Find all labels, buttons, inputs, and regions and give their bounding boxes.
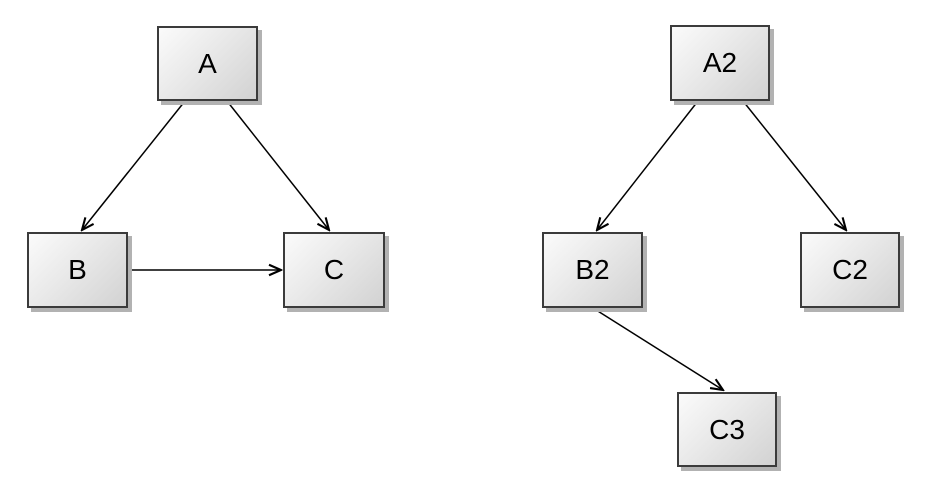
edge-A2-to-C2[interactable] bbox=[742, 100, 846, 230]
edge-A-to-B[interactable] bbox=[82, 100, 186, 230]
edge-A-to-C[interactable] bbox=[226, 100, 329, 230]
node-C3-label: C3 bbox=[709, 413, 745, 445]
node-B-label: B bbox=[68, 254, 87, 285]
node-B2[interactable]: B2 bbox=[542, 232, 643, 308]
node-C-label: C bbox=[323, 254, 345, 285]
node-C[interactable]: C bbox=[283, 232, 385, 308]
node-B[interactable]: B bbox=[27, 232, 128, 308]
node-B2-label: B2 bbox=[575, 254, 610, 285]
node-A[interactable]: A bbox=[157, 26, 258, 101]
node-C2[interactable]: C2 bbox=[800, 232, 900, 308]
node-A2-label: A2 bbox=[702, 47, 738, 78]
edge-A2-to-B2[interactable] bbox=[597, 100, 699, 230]
node-A2[interactable]: A2 bbox=[670, 25, 770, 101]
node-C3[interactable]: C3 bbox=[677, 392, 777, 467]
node-C2-label: C2 bbox=[832, 254, 868, 285]
edge-B2-to-C3[interactable] bbox=[592, 307, 723, 390]
node-A-label: A bbox=[198, 47, 217, 79]
